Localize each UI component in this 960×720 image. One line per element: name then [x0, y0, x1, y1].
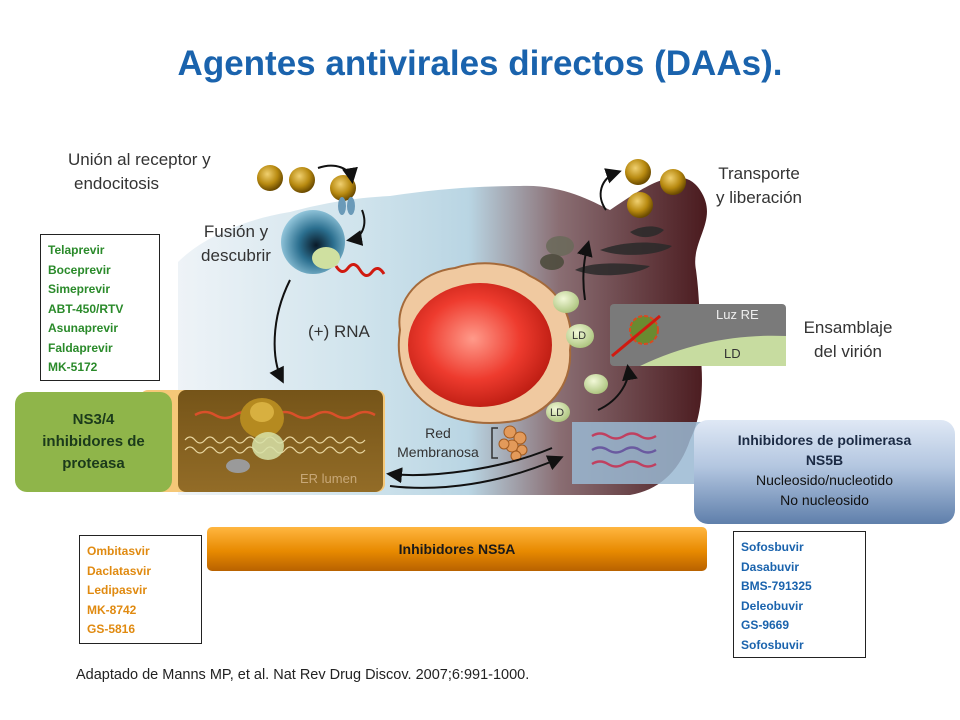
- drug-name: MK-8742: [87, 602, 137, 617]
- drug-name: Daclatasvir: [87, 563, 152, 578]
- lipid-droplet: [584, 374, 608, 394]
- drug-name: Ledipasvir: [87, 583, 148, 597]
- virion: [289, 167, 315, 193]
- receptor: [338, 197, 355, 215]
- drug-name: Asunaprevir: [48, 321, 119, 335]
- nucleus: [408, 283, 552, 407]
- arrow-endocytosis: [346, 209, 366, 246]
- virion: [625, 159, 651, 185]
- arrow-er-to-web: [389, 455, 564, 489]
- polymerase-drug-list: Sofosbuvir Dasabuvir BMS-791325 Deleobuv…: [733, 531, 866, 658]
- arrow-to-assembly: [597, 364, 638, 411]
- polymerase-strands: [591, 432, 657, 468]
- drug-name: Faldaprevir: [48, 340, 113, 355]
- polymerase-type: Nucleosido/nucleotido: [756, 472, 893, 488]
- polymerase-title: Inhibidores de polimerasa: [737, 432, 912, 448]
- drug-name: Simeprevir: [48, 282, 111, 296]
- page-title: Agentes antivirales directos (DAAs).: [177, 44, 783, 83]
- drug-name: Sofosbuvir: [741, 540, 804, 554]
- arrow-rna: [269, 279, 291, 384]
- drug-name: GS-9669: [741, 618, 790, 632]
- ns5b-polymerase-label: Inhibidores de polimerasa NS5B Nucleosid…: [694, 420, 955, 524]
- released-rna: [334, 263, 386, 277]
- arrow-to-golgi: [577, 240, 593, 301]
- er-droplet: [252, 432, 284, 460]
- ns5a-inhibitors-bar: Inhibidores NS5A: [207, 527, 707, 571]
- assembly-ld: [640, 335, 786, 366]
- protease-drug-list: Telaprevir Boceprevir Simeprevir ABT-450…: [40, 234, 160, 381]
- drug-name: Telaprevir: [48, 243, 105, 257]
- assembly-rna: [611, 314, 661, 358]
- lipid-droplet: [553, 291, 579, 313]
- polymerase-region: [572, 422, 702, 484]
- label-ld-inset: LD: [724, 346, 741, 361]
- virion: [660, 169, 686, 195]
- endosome-droplet: [312, 247, 340, 269]
- membranous-web: [498, 425, 528, 462]
- source-citation: Adaptado de Manns MP, et al. Nat Rev Dru…: [76, 667, 530, 683]
- drug-name: GS-5816: [87, 622, 136, 636]
- drug-name: MK-5172: [48, 360, 98, 374]
- label-er-lumen: ER lumen: [300, 471, 358, 486]
- virion: [627, 192, 653, 218]
- polymerase-subtitle: NS5B: [805, 452, 844, 468]
- arrow-release: [599, 168, 622, 211]
- virion: [257, 165, 283, 191]
- er-complex-core: [250, 402, 274, 422]
- lipid-droplet: [546, 402, 570, 422]
- label-ld: LD: [550, 407, 565, 419]
- label-luz-re: Luz RE: [716, 307, 759, 322]
- drug-name: Sofosbuvir: [741, 637, 804, 652]
- drug-name: ABT-450/RTV: [48, 301, 124, 316]
- er-base: [226, 459, 250, 473]
- label-rna: (+) RNA: [308, 322, 370, 341]
- drug-name: Deleobuvir: [741, 598, 804, 613]
- arrow-entry: [317, 164, 358, 184]
- label-ld: LD: [572, 330, 587, 342]
- er-rna-strand: [194, 410, 376, 420]
- polymerase-type: No nucleosido: [780, 492, 869, 508]
- web-bracket: [491, 427, 498, 459]
- secretory-vesicles: [540, 226, 672, 276]
- drug-name: Ombitasvir: [87, 544, 150, 558]
- drug-name: Dasabuvir: [741, 559, 800, 574]
- arrow-web-to-er: [386, 447, 553, 484]
- ns5a-drug-list: Ombitasvir Daclatasvir Ledipasvir MK-874…: [79, 535, 202, 644]
- drug-name: BMS-791325: [741, 579, 812, 593]
- drug-name: Boceprevir: [48, 262, 111, 277]
- lipid-droplet: [566, 324, 594, 348]
